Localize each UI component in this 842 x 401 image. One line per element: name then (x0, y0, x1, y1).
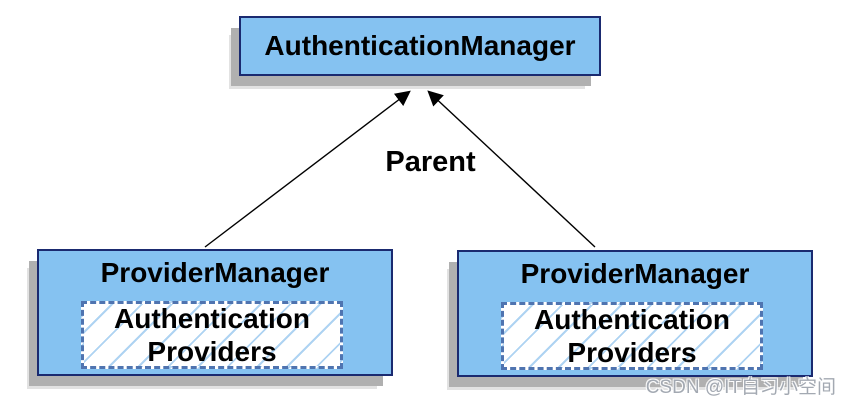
provider-manager-label-right: ProviderManager (520, 258, 750, 289)
authentication-providers-label-left: Authentication Providers (114, 303, 310, 367)
provider-manager-box-left: ProviderManager Authentication Providers (37, 249, 393, 376)
authentication-manager-label: AuthenticationManager (264, 30, 576, 61)
parent-arrow-left (204, 90, 411, 248)
authentication-providers-label-right: Authentication Providers (534, 304, 730, 368)
provider-manager-label-left: ProviderManager (100, 257, 330, 288)
parent-edge-label: Parent (385, 146, 476, 178)
authentication-providers-box-left: Authentication Providers (81, 301, 343, 369)
authentication-manager-box: AuthenticationManager (239, 16, 601, 76)
parent-arrow-right (427, 90, 596, 248)
provider-manager-box-right: ProviderManager Authentication Providers (457, 250, 813, 377)
authentication-providers-box-right: Authentication Providers (501, 302, 763, 370)
watermark-text: CSDN @IT自习小空间 (645, 377, 836, 398)
